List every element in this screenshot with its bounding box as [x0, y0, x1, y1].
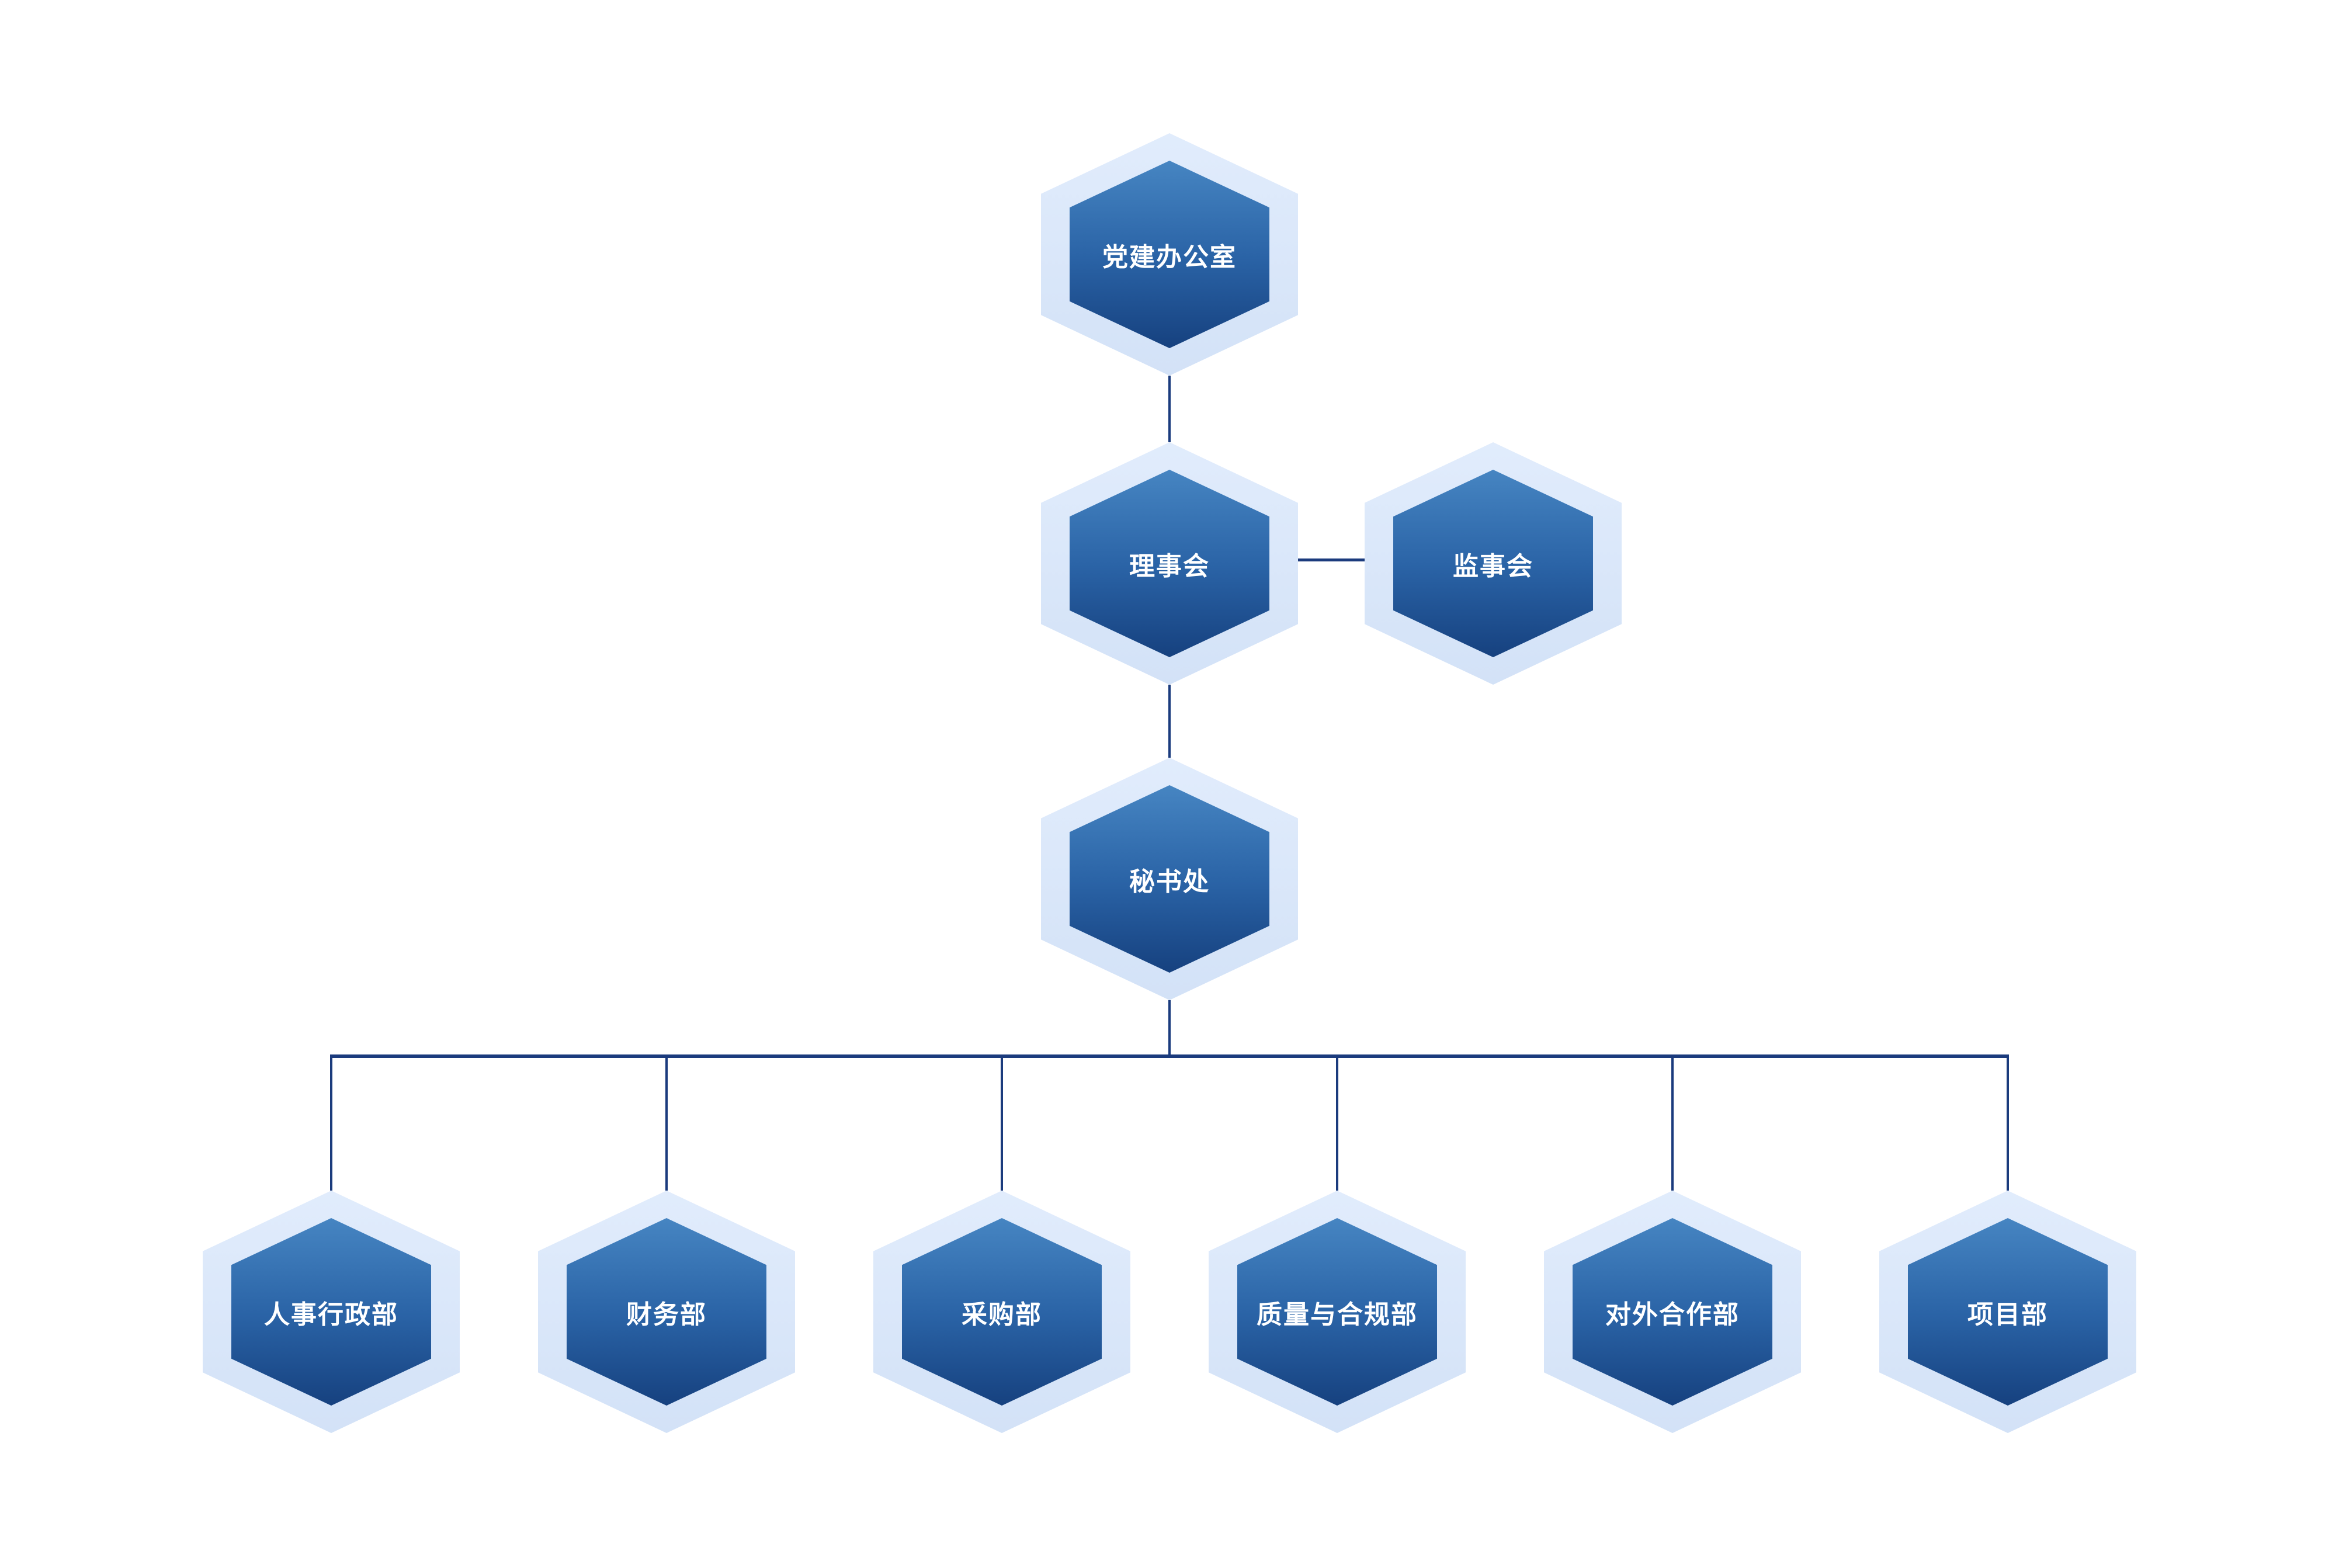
node-external-coop-dept: 对外合作部: [1544, 1191, 1801, 1433]
hexagon-body: [1070, 470, 1269, 657]
node-hr-admin-dept: 人事行政部: [203, 1191, 460, 1433]
connector-drop-procurement: [1001, 1058, 1003, 1191]
node-label: 监事会: [1453, 551, 1533, 581]
hexagon-body: [231, 1218, 431, 1406]
node-quality-compliance-dept: 质量与合规部: [1209, 1191, 1466, 1433]
hexagon-body: [902, 1218, 1102, 1406]
connector-council-to-supervisory: [1297, 558, 1365, 561]
hexagon-body: [567, 1218, 766, 1406]
node-party-building-office: 党建办公室: [1041, 133, 1298, 376]
node-procurement-dept: 采购部: [873, 1191, 1130, 1433]
node-supervisory-board: 监事会: [1365, 442, 1622, 685]
node-label: 采购部: [962, 1300, 1042, 1329]
connector-secretariat-to-bus: [1168, 1000, 1171, 1054]
connector-party-to-council: [1168, 376, 1171, 442]
connector-council-to-secretariat: [1168, 685, 1171, 758]
node-secretariat: 秘书处: [1041, 758, 1298, 1000]
node-project-dept: 项目部: [1879, 1191, 2136, 1433]
node-finance-dept: 财务部: [538, 1191, 795, 1433]
connector-drop-project: [2007, 1058, 2009, 1191]
node-council: 理事会: [1041, 442, 1298, 685]
node-label: 人事行政部: [264, 1300, 398, 1329]
connector-bus-line: [330, 1054, 2009, 1058]
hexagon-body: [1070, 785, 1269, 973]
node-label: 项目部: [1967, 1300, 2048, 1329]
connector-drop-finance: [665, 1058, 668, 1191]
connector-drop-external-coop: [1671, 1058, 1674, 1191]
connector-drop-hr-admin: [330, 1058, 332, 1191]
hexagon-body: [1908, 1218, 2108, 1406]
hexagon-body: [1237, 1218, 1437, 1406]
hexagon-body: [1573, 1218, 1772, 1406]
hexagon-body: [1393, 470, 1593, 657]
node-label: 质量与合规部: [1257, 1300, 1418, 1329]
node-label: 理事会: [1129, 551, 1210, 581]
node-label: 秘书处: [1129, 867, 1210, 896]
node-label: 财务部: [626, 1300, 707, 1329]
hexagon-body: [1070, 161, 1269, 348]
node-label: 党建办公室: [1102, 242, 1237, 272]
connector-drop-quality-compliance: [1336, 1058, 1338, 1191]
node-label: 对外合作部: [1605, 1300, 1740, 1329]
